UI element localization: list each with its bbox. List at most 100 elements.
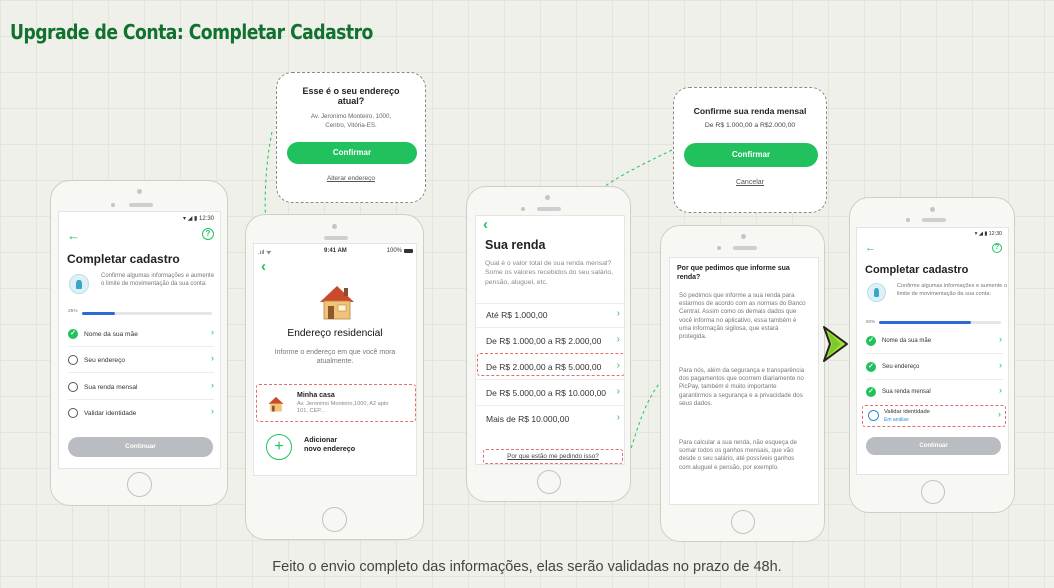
address-confirm-modal: Esse é o seu endereço atual? Av. Jeronim… <box>276 72 426 203</box>
why-link-box[interactable]: Por que estão me pedindo isso? <box>483 449 623 464</box>
add-address-label: Adicionar novo endereço <box>304 435 355 453</box>
screen: ‹ Sua renda Qual é o valor total de sua … <box>475 215 625 465</box>
modal-income-range: De R$ 1.000,00 a R$2.000,00 <box>704 122 796 129</box>
checklist-label: Seu endereço <box>84 356 126 364</box>
check-done-icon: ✓ <box>68 329 78 339</box>
board-title: Upgrade de Conta: Completar Cadastro <box>10 20 373 44</box>
check-done-icon: ✓ <box>866 336 876 346</box>
checklist-item-address[interactable]: Seu endereço <box>68 355 125 365</box>
saved-address-card[interactable]: Minha casa Av. Jeronimo Monteiro,1000, A… <box>256 384 416 422</box>
page-title: Completar cadastro <box>865 264 969 276</box>
screen-subtitle: Informe o endereço em que você mora atua… <box>274 349 396 365</box>
checklist-item-income[interactable]: Sua renda mensal <box>68 382 138 392</box>
add-line1: Adicionar <box>304 435 338 444</box>
progress-label: 25% <box>68 309 78 314</box>
divider <box>476 327 624 328</box>
camera <box>717 246 721 250</box>
status-time: 9:41 AM <box>324 248 347 254</box>
phone-sua-renda: ‹ Sua renda Qual é o valor total de sua … <box>466 186 631 502</box>
screen: Por que pedimos que informe sua renda? S… <box>669 257 819 505</box>
chevron-right-icon: › <box>616 334 620 345</box>
checklist-item-income[interactable]: ✓ Sua renda mensal <box>866 387 931 397</box>
chevron-right-icon: › <box>211 380 214 390</box>
checklist-label: Validar identidade <box>84 409 137 417</box>
help-icon[interactable]: ? <box>992 243 1002 253</box>
progress-label: 50% <box>866 319 876 324</box>
speaker <box>129 203 153 207</box>
divider <box>68 372 214 373</box>
add-address-row[interactable]: + Adicionar novo endereço <box>256 430 416 466</box>
camera <box>930 207 935 212</box>
checklist-item-identity[interactable]: Validar identidade <box>68 408 136 418</box>
chevron-right-icon: › <box>616 308 620 319</box>
alter-address-link[interactable]: Alterar endereço <box>326 175 376 182</box>
chevron-right-icon: › <box>211 406 214 416</box>
income-option-5[interactable]: Mais de R$ 10.000,00 <box>486 414 570 424</box>
phone-completar-cadastro: ▾ ◢ ▮ 12:30 ← ? Completar cadastro Confi… <box>50 180 228 506</box>
divider <box>476 405 624 406</box>
back-arrow-icon[interactable]: ← <box>67 228 80 243</box>
circle-empty-icon <box>68 382 78 392</box>
clock-icon <box>868 410 879 421</box>
checklist-item-mother-name[interactable]: ✓ Nome da sua mãe <box>68 329 138 339</box>
camera <box>521 207 525 211</box>
home-title: Minha casa <box>297 392 335 399</box>
chevron-right-icon: › <box>616 386 620 397</box>
validate-status: Em análise <box>884 417 909 423</box>
divider <box>476 303 624 304</box>
camera <box>137 189 142 194</box>
speaker <box>733 246 757 250</box>
chevron-right-icon: › <box>211 353 214 363</box>
phone-completar-cadastro-final: ▾ ◢ ▮ 12:30 ← ? Completar cadastro Confi… <box>849 197 1015 513</box>
add-line2: novo endereço <box>304 444 356 453</box>
page-title: Completar cadastro <box>67 252 180 266</box>
profile-avatar-icon <box>69 274 89 294</box>
home-button[interactable] <box>127 472 152 497</box>
back-arrow-icon[interactable]: ← <box>865 242 876 254</box>
divider <box>68 346 214 347</box>
checklist-item-mother-name[interactable]: ✓ Nome da sua mãe <box>866 336 931 346</box>
home-button[interactable] <box>731 510 755 534</box>
income-option-3[interactable]: De R$ 2.000,00 a R$ 5.000,00 <box>486 362 602 372</box>
speaker <box>324 236 348 240</box>
circle-empty-icon <box>68 408 78 418</box>
income-option-4[interactable]: De R$ 5.000,00 a R$ 10.000,00 <box>486 388 607 398</box>
cancel-link[interactable]: Cancelar <box>735 179 764 186</box>
checklist-label: Nome da sua mãe <box>882 338 932 344</box>
chevron-right-icon: › <box>616 412 620 423</box>
help-icon[interactable]: ? <box>202 228 214 240</box>
continue-button[interactable]: Continuar <box>68 437 213 457</box>
check-done-icon: ✓ <box>866 387 876 397</box>
paragraph-3: Para calcular a sua renda, não esqueça d… <box>679 439 797 471</box>
modal-title: Confirme sua renda mensal <box>693 106 807 116</box>
continue-button[interactable]: Continuar <box>866 437 1001 455</box>
income-option-2[interactable]: De R$ 1.000,00 a R$ 2.000,00 <box>486 336 602 346</box>
status-battery: 100% <box>386 248 402 254</box>
signal-icon: .ııl ᯤ <box>258 250 272 256</box>
home-button[interactable] <box>921 480 945 504</box>
screen-title: Endereço residencial <box>287 328 383 339</box>
divider <box>476 379 624 380</box>
info-text: Confirme algumas informações e aumente o… <box>101 273 215 287</box>
home-button[interactable] <box>537 470 561 494</box>
checklist-label: Nome da sua mãe <box>84 330 138 338</box>
status-bar: ▾ ◢ ▮ 12:30 <box>974 231 1002 237</box>
plus-icon: + <box>266 434 292 460</box>
back-chevron-icon[interactable]: ‹ <box>261 258 266 275</box>
checklist-item-address[interactable]: ✓ Seu endereço <box>866 362 919 372</box>
camera <box>111 203 115 207</box>
validate-label: Validar identidade <box>884 409 930 415</box>
chevron-right-icon: › <box>211 327 214 337</box>
confirm-button[interactable]: Confirmar <box>287 142 417 164</box>
why-link[interactable]: Por que estão me pedindo isso? <box>507 453 599 460</box>
screen: .ııl ᯤ 9:41 AM 100% ‹ Endereço residenci… <box>253 243 417 476</box>
back-chevron-icon[interactable]: ‹ <box>483 216 488 233</box>
home-address: Av. Jeronimo Monteiro,1000, A2 apto 101,… <box>297 401 389 414</box>
selected-highlight <box>477 353 624 376</box>
income-option-1[interactable]: Até R$ 1.000,00 <box>486 310 548 320</box>
divider <box>866 379 1003 380</box>
confirm-button[interactable]: Confirmar <box>684 143 818 167</box>
progress-bar <box>82 312 212 315</box>
identity-pending-box[interactable]: Validar identidade Em análise › <box>862 405 1006 427</box>
home-button[interactable] <box>322 507 347 532</box>
